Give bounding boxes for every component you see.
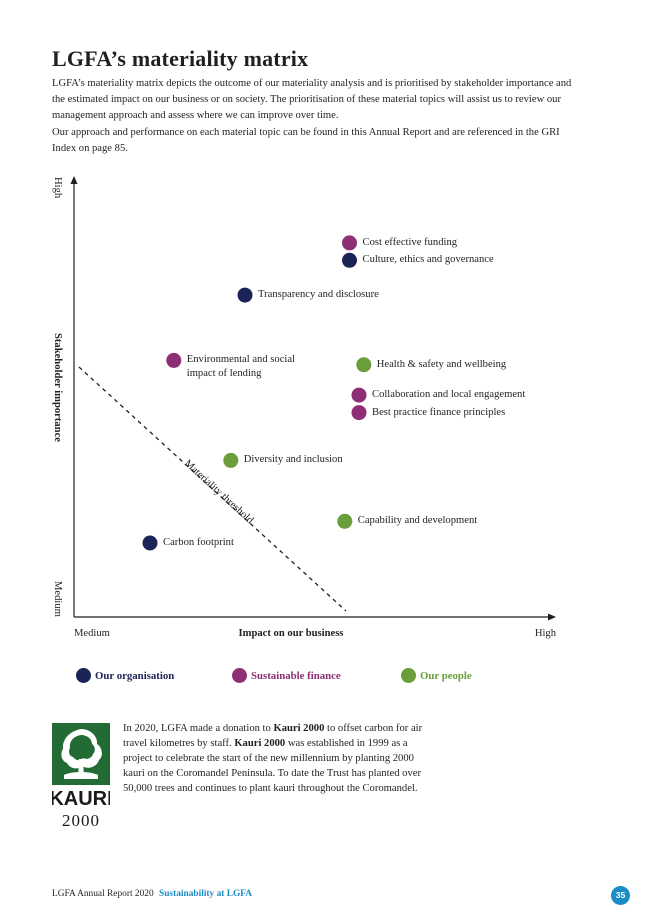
point-label-diversity-and-inclusion: Diversity and inclusion [243,454,343,466]
materiality-threshold-label: Materiality threshold [182,458,256,527]
legend-item-sustainable-finance: Sustainable finance [232,668,341,683]
x-axis-arrowhead [548,613,556,621]
legend-item-our-organisation: Our organisation [76,668,174,683]
point-label-health-safety-and-wellbeing: Health & safety and wellbeing [376,358,507,370]
x-axis-title: Impact on our business [239,628,344,639]
legend-label-sustainable-finance: Sustainable finance [251,669,341,682]
legend-label-our-people: Our people [420,669,472,682]
legend-label-our-organisation: Our organisation [95,669,175,682]
point-diversity-and-inclusion [223,452,239,468]
kauri-text-part: was established in 1999 as a project to … [123,738,421,794]
point-collaboration-and-local-engagement [351,387,367,403]
kauri-name-bold: Kauri 2000 [273,723,325,734]
x-axis-medium-label: Medium [74,628,111,639]
legend-swatch-our-organisation [76,668,91,683]
point-culture-ethics-and-governance [342,252,357,268]
intro-paragraph-reference: Our approach and performance on each mat… [52,127,560,154]
point-label-cost-effective-funding: Cost effective funding [362,236,458,248]
legend-item-our-people: Our people [401,668,472,683]
point-label-collaboration-and-local-engagement: Collaboration and local engagement [372,389,526,401]
kauri-name-bold: Kauri 2000 [234,738,286,749]
point-capability-and-development [337,513,353,529]
point-environmental-and-social-impact-of-lending [166,352,182,368]
point-health-safety-and-wellbeing [356,357,372,373]
kauri-donation-paragraph: In 2020, LGFA made a donation to Kauri 2… [123,721,428,796]
y-axis-title: Stakeholder importance [52,333,63,442]
y-axis-arrowhead [70,176,78,184]
point-transparency-and-disclosure [237,287,253,303]
point-label-best-practice-finance-principles: Best practice finance principles [372,406,506,418]
footer: LGFA Annual Report 2020 Sustainability a… [52,889,252,899]
kauri-logo-word: KAURI [52,788,110,810]
point-best-practice-finance-principles [351,405,367,421]
y-axis-high-label: High [52,177,63,199]
point-carbon-footprint [142,535,158,551]
intro-paragraph: LGFA’s materiality matrix depicts the ou… [52,78,572,121]
y-axis-medium-label: Medium [52,581,63,618]
point-cost-effective-funding [342,235,357,251]
point-label-transparency-and-disclosure: Transparency and disclosure [258,289,379,301]
page-title: LGFA’s materiality matrix [52,46,309,71]
data-points [142,235,372,551]
kauri-text-part: to offset carbon for air travel kilometr… [123,723,423,749]
kauri-text-part: In 2020, LGFA made a donation to [123,723,274,734]
footer-section-name: Sustainability at LGFA [159,889,253,899]
x-axis-high-label: High [535,628,557,639]
point-label-culture-ethics-and-governance: Culture, ethics and governance [362,254,494,266]
point-label-environmental-and-social-impact-of-lending: Environmental and social impact of lendi… [186,354,296,380]
legend-swatch-our-people [401,668,416,683]
kauri-logo-year: 2000 [62,811,100,829]
footer-report-name: LGFA Annual Report 2020 [52,889,154,899]
legend-swatch-sustainable-finance [232,668,247,683]
point-label-capability-and-development: Capability and development [357,515,478,527]
kauri-2000-logo: KAURI 2000 [52,723,110,829]
page-number-badge: 35 [611,886,630,905]
point-label-carbon-footprint: Carbon footprint [163,537,234,549]
